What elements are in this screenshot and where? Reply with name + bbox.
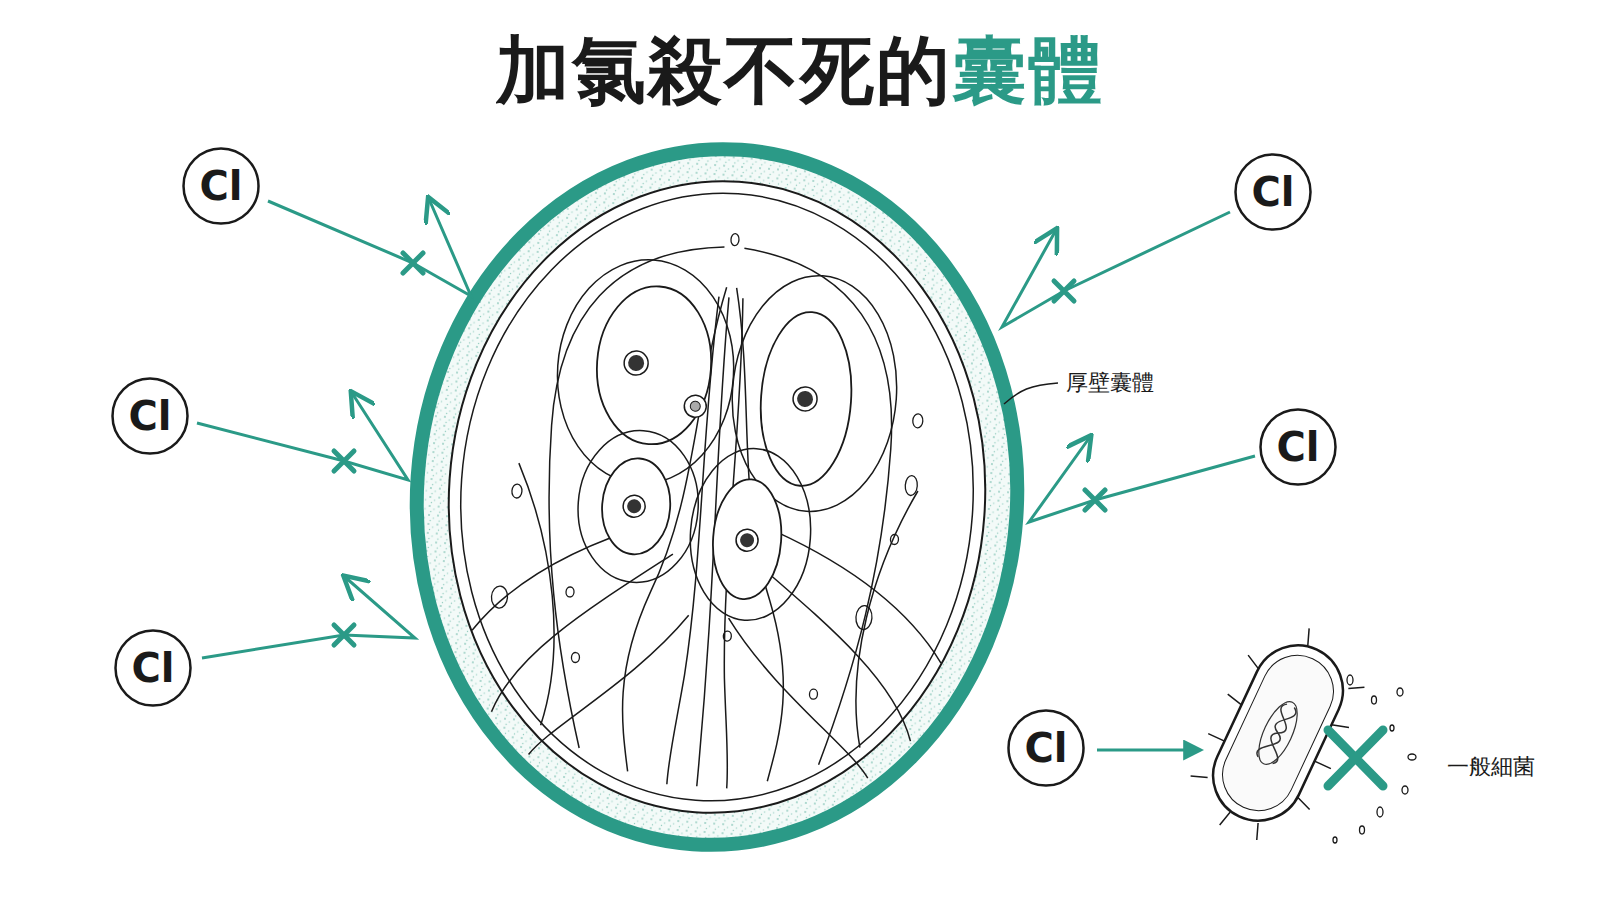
debris-bit xyxy=(1390,725,1394,731)
pili xyxy=(1175,608,1380,857)
nucleolus xyxy=(797,390,814,407)
cyst-membrane xyxy=(440,176,993,818)
flagellum xyxy=(529,605,689,765)
debris-bit xyxy=(1360,826,1365,834)
nucleoid xyxy=(1255,701,1300,765)
nucleus xyxy=(755,309,857,489)
block-marks xyxy=(334,253,1105,645)
nucleolus-ring xyxy=(792,386,818,412)
circle-border xyxy=(116,631,191,706)
nucleoid xyxy=(1251,696,1305,769)
chlorine-circle: Cl xyxy=(111,377,189,455)
circle-border xyxy=(1009,711,1084,786)
attack-arrow xyxy=(1097,749,1200,752)
chlorine-circle: Cl xyxy=(1007,709,1085,787)
chlorine-symbol: Cl xyxy=(199,166,242,206)
debris-bit xyxy=(1402,786,1408,794)
vesicle xyxy=(571,652,580,663)
basal-body xyxy=(684,395,707,418)
circle-border xyxy=(184,149,259,224)
vesicles xyxy=(486,218,935,705)
flagellum xyxy=(852,488,918,751)
nucleolus-ring xyxy=(622,495,645,518)
deflected-arrow xyxy=(268,199,471,296)
flagellum xyxy=(529,236,724,756)
debris-bit xyxy=(1408,754,1416,760)
flagellum xyxy=(718,618,878,778)
x-mark xyxy=(1085,490,1105,510)
cyst-label: 厚壁囊體 xyxy=(1064,370,1156,396)
nucleolus-ring xyxy=(623,350,649,376)
nucleus xyxy=(592,283,717,449)
basal-body xyxy=(690,401,701,412)
cell-outline xyxy=(573,427,703,587)
x-mark xyxy=(334,625,354,645)
chlorine-symbol: Cl xyxy=(1251,172,1294,212)
debris-bit xyxy=(1333,837,1337,843)
leader-line xyxy=(1004,383,1058,404)
flagellum xyxy=(709,248,904,768)
bacterium-label: 一般細菌 xyxy=(1445,754,1537,780)
x-mark xyxy=(403,253,423,273)
cyst-membrane xyxy=(428,163,1007,831)
vesicle xyxy=(511,484,522,499)
title: 加氯殺不死的囊體 xyxy=(496,28,1104,113)
cyst xyxy=(393,129,1040,865)
chlorine-circle: Cl xyxy=(182,147,260,225)
vesicle xyxy=(809,689,818,700)
debris-bit xyxy=(1347,675,1353,685)
deflected-arrow xyxy=(1029,437,1255,522)
vesicle xyxy=(905,475,918,496)
deflection-arrows xyxy=(197,199,1255,750)
circle-border xyxy=(1236,155,1311,230)
vesicle xyxy=(855,605,873,630)
vesicle xyxy=(566,587,575,598)
deflected-arrow xyxy=(202,577,415,658)
nucleus xyxy=(599,456,674,557)
pilus xyxy=(1175,608,1380,857)
chlorine-symbol: Cl xyxy=(131,648,174,688)
debris-bit xyxy=(1377,807,1383,817)
bacterium xyxy=(1175,608,1380,857)
chlorine-symbol: Cl xyxy=(128,396,171,436)
cell-outline xyxy=(685,444,817,624)
deflected-arrow xyxy=(1002,212,1230,327)
flagellum xyxy=(741,560,922,741)
chlorine-circle: Cl xyxy=(1234,153,1312,231)
debris xyxy=(1333,675,1416,843)
vesicle xyxy=(912,413,923,428)
nucleus-group xyxy=(541,254,905,630)
vesicle xyxy=(890,534,899,545)
vesicle xyxy=(723,631,732,642)
nucleolus xyxy=(740,533,755,548)
chlorine-circle: Cl xyxy=(1259,408,1337,486)
deflected-arrow xyxy=(197,393,408,480)
nucleolus-ring xyxy=(735,528,758,551)
cell-outline xyxy=(550,254,741,490)
chlorine-symbol: Cl xyxy=(1276,427,1319,467)
circle-border xyxy=(1261,410,1336,485)
flagellum xyxy=(766,531,949,663)
chlorine-symbol: Cl xyxy=(1024,728,1067,768)
nucleolus xyxy=(627,499,642,514)
vesicle xyxy=(491,586,508,609)
flagellum xyxy=(501,463,567,726)
title-wrap: 加氯殺不死的囊體 xyxy=(0,28,1600,113)
nucleolus xyxy=(628,354,645,371)
flagellum xyxy=(491,542,672,723)
debris-bit xyxy=(1372,696,1377,704)
chlorine-circle: Cl xyxy=(114,629,192,707)
flagella xyxy=(462,231,969,802)
x-mark xyxy=(1054,281,1074,301)
kill-mark xyxy=(1328,730,1383,786)
vesicle xyxy=(731,233,740,246)
debris-bit xyxy=(1397,688,1403,696)
circle-border xyxy=(113,379,188,454)
cyst-wall xyxy=(393,129,1040,865)
x-mark xyxy=(334,451,354,471)
nucleus xyxy=(709,477,785,601)
